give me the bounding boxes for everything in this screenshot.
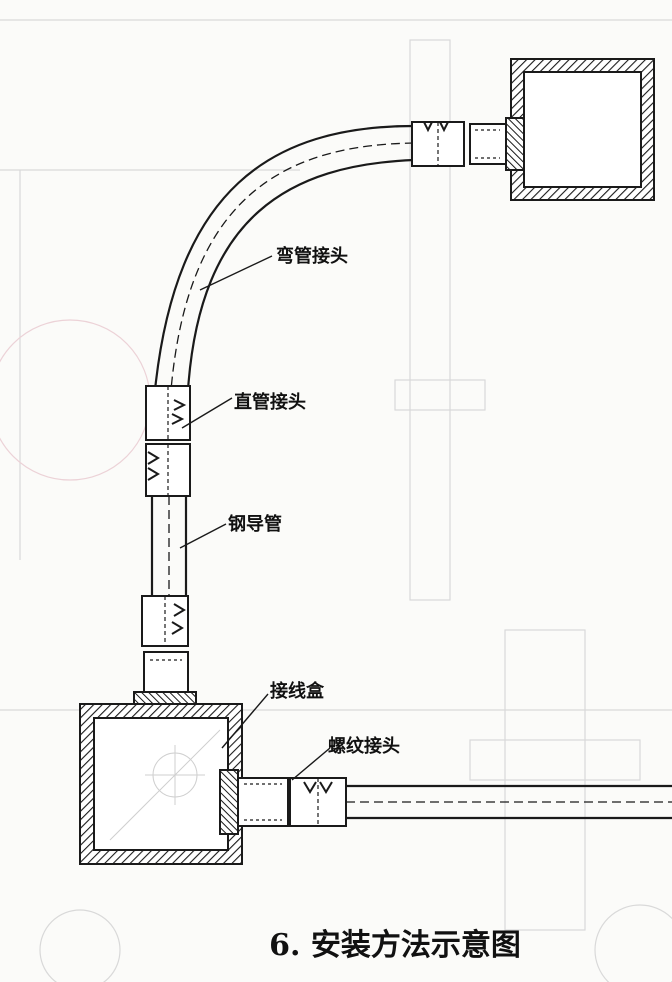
leader-lines	[179, 255, 331, 781]
straight-fittings	[145, 385, 191, 497]
faint-background-drawing	[0, 19, 672, 982]
steel-conduit	[150, 496, 188, 596]
label-straight-fitting: 直管接头	[234, 391, 306, 413]
lower-fittings	[133, 595, 197, 709]
figure-caption: 6. 安装方法示意图	[269, 928, 521, 963]
label-junction-box: 接线盒	[270, 680, 325, 702]
label-steel-conduit: 钢导管	[228, 513, 282, 535]
label-elbow-fitting: 弯管接头	[276, 245, 348, 267]
label-threaded-fitting: 螺纹接头	[328, 735, 400, 757]
threaded-fittings	[219, 769, 347, 835]
top-right-junction-box	[510, 58, 655, 201]
junction-box	[79, 703, 243, 865]
top-fittings	[411, 117, 525, 171]
horizontal-conduit	[346, 784, 672, 820]
bent-conduit	[153, 124, 415, 391]
